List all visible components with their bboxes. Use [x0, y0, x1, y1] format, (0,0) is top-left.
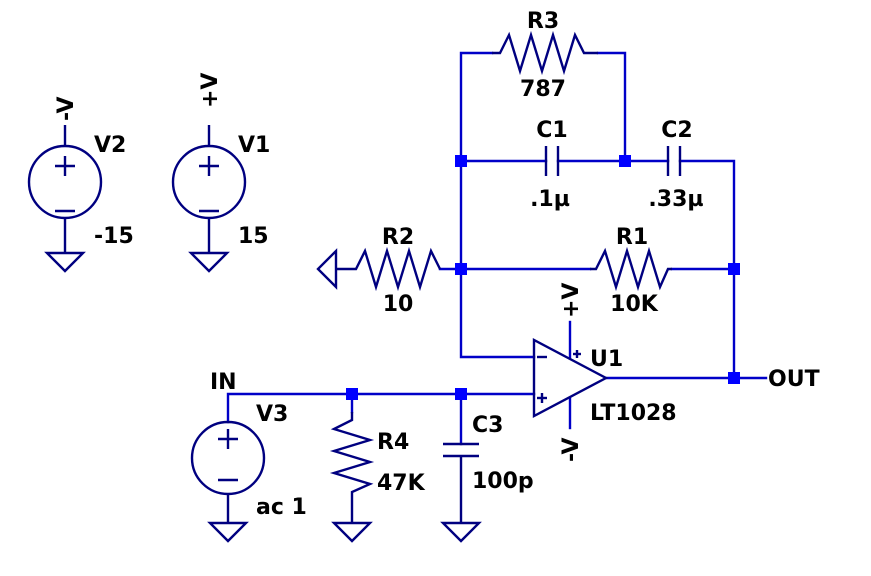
v1-value: 15 [238, 224, 269, 249]
c2-value: .33µ [648, 187, 703, 212]
r4-value: 47K [377, 471, 426, 496]
net-label-output: OUT [768, 367, 820, 392]
ground-r2-icon [316, 248, 338, 290]
capacitor-c3[interactable] [443, 442, 479, 523]
resistor-r4[interactable] [329, 412, 375, 523]
junction-dot [619, 155, 631, 167]
r3-value: 787 [520, 77, 566, 102]
wire-c2-right [678, 159, 736, 380]
r4-ref: R4 [377, 430, 409, 455]
resistor-r3[interactable] [492, 30, 598, 76]
opamp-u1[interactable] [532, 338, 609, 418]
junction-dot [455, 263, 467, 275]
wire-r3-right [596, 51, 627, 163]
c1-ref: C1 [536, 118, 567, 143]
r2-value: 10 [383, 292, 414, 317]
capacitor-c1[interactable] [544, 146, 560, 176]
u1-value: LT1028 [590, 401, 677, 426]
net-label-input: IN [210, 370, 237, 395]
r2-ref: R2 [382, 225, 414, 250]
r1-value: 10K [610, 292, 659, 317]
v2-ref: V2 [94, 133, 126, 158]
v3-value: ac 1 [256, 495, 307, 520]
v1-ref: V1 [238, 133, 270, 158]
v2-value: -15 [94, 224, 134, 249]
c2-ref: C2 [661, 118, 692, 143]
junction-dot [455, 388, 467, 400]
resistor-r1[interactable] [590, 246, 672, 292]
voltage-source-v2[interactable] [27, 125, 103, 253]
wire-input [226, 392, 536, 424]
capacitor-c2[interactable] [666, 146, 682, 176]
u1-pos-supply-label: +V [559, 283, 584, 318]
junction-dot [728, 263, 740, 275]
v1-net-label: +V [198, 73, 223, 108]
u1-ref: U1 [590, 347, 623, 372]
junction-dot [455, 155, 467, 167]
ground-v2-icon [44, 251, 86, 273]
c3-ref: C3 [472, 413, 503, 438]
wire-inv-node [459, 159, 536, 359]
ground-v3-icon [207, 521, 249, 543]
resistor-r2[interactable] [336, 246, 442, 292]
c1-value: .1µ [530, 187, 570, 212]
v2-net-label: -V [54, 96, 79, 121]
voltage-source-v3[interactable] [190, 420, 266, 523]
voltage-source-v1[interactable] [171, 125, 247, 253]
ground-v1-icon [188, 251, 230, 273]
wire-r3-left [459, 51, 494, 163]
opamp-triangle [532, 338, 609, 418]
r3-ref: R3 [527, 9, 559, 34]
wires [226, 51, 768, 446]
junctions [346, 155, 740, 400]
r1-ref: R1 [616, 225, 648, 250]
junction-dot [728, 372, 740, 384]
c3-value: 100p [472, 469, 534, 494]
u1-neg-supply-label: -V [559, 437, 584, 462]
ground-r4-icon [331, 521, 373, 543]
v3-ref: V3 [256, 402, 288, 427]
junction-dot [346, 388, 358, 400]
ground-c3-icon [440, 521, 482, 543]
